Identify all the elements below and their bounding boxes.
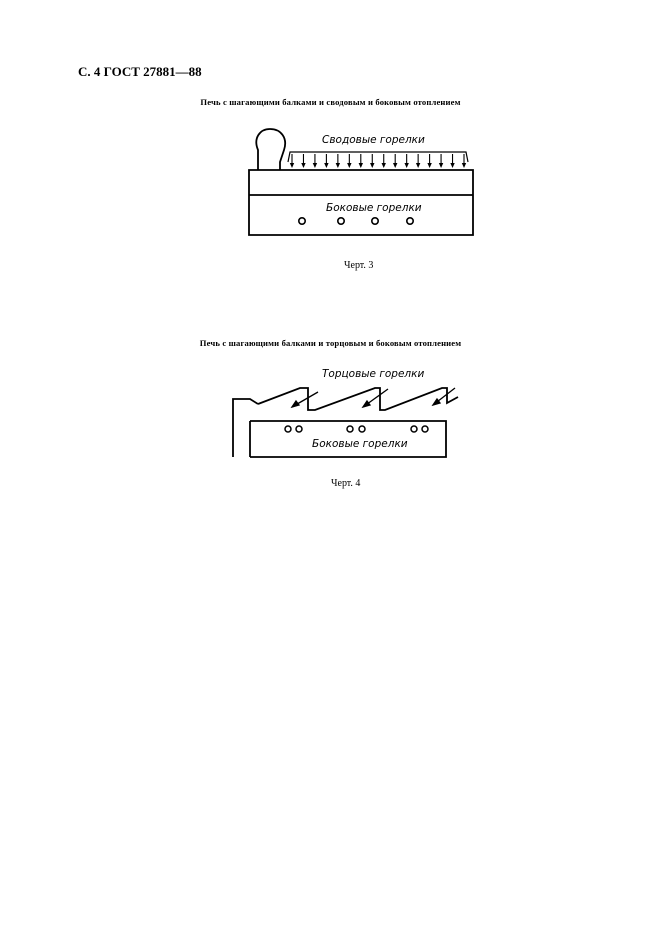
side-port xyxy=(297,217,306,226)
roof-burner-arrowhead xyxy=(335,163,341,168)
roof-burner-bracket xyxy=(287,151,469,163)
figure4-drawing: Торцовые горелки Боковые горелки xyxy=(232,368,459,458)
entry-wall xyxy=(232,398,259,457)
end-burners-label: Торцовые горелки xyxy=(322,368,424,380)
roof-burner-arrowhead xyxy=(301,163,306,168)
roof-burner-arrowhead xyxy=(427,163,432,168)
roof-burner-arrows xyxy=(289,154,467,168)
roof-burner-arrowhead xyxy=(450,163,455,168)
side-port xyxy=(405,217,414,226)
figure3-title: Печь с шагающими балками и сводовым и бо… xyxy=(200,97,461,107)
roof-burner-arrowhead xyxy=(347,163,352,168)
roof-burner-arrowhead xyxy=(370,163,375,168)
roof-burner-arrowhead xyxy=(404,163,409,168)
side-burner-box xyxy=(250,420,447,458)
furnace-body-outline xyxy=(248,169,474,236)
roof-burner-arrowhead xyxy=(415,163,421,168)
figure3-drawing: Сводовые горелки Боковые горелки xyxy=(248,128,474,236)
roof-burner-arrowhead xyxy=(289,163,295,168)
side-burner-ports xyxy=(284,425,429,433)
roof-burner-arrowhead xyxy=(381,163,386,168)
side-port xyxy=(336,217,345,226)
roof-burner-arrowhead xyxy=(358,163,363,168)
side-burner-ports xyxy=(297,217,414,226)
figure4-title: Печь с шагающими балками и торцовым и бо… xyxy=(199,338,462,348)
side-burners-label: Боковые горелки xyxy=(312,438,408,450)
roof-burner-arrowhead xyxy=(438,163,444,168)
flue-outline xyxy=(255,128,286,170)
figure3-caption: Черт. 3 xyxy=(344,260,374,271)
end-burner-arrows xyxy=(290,387,456,409)
stepped-roof xyxy=(257,387,459,411)
roof-burner-arrowhead xyxy=(312,163,318,168)
page-header: С. 4 ГОСТ 27881—88 xyxy=(78,64,202,79)
roof-burner-arrowhead xyxy=(461,163,467,168)
roof-burner-arrowhead xyxy=(393,163,398,168)
side-port xyxy=(370,217,379,226)
side-burners-label: Боковые горелки xyxy=(326,202,422,214)
roof-burner-arrowhead xyxy=(324,163,329,168)
roof-burners-label: Сводовые горелки xyxy=(322,134,425,146)
figure4-caption: Черт. 4 xyxy=(331,478,361,489)
